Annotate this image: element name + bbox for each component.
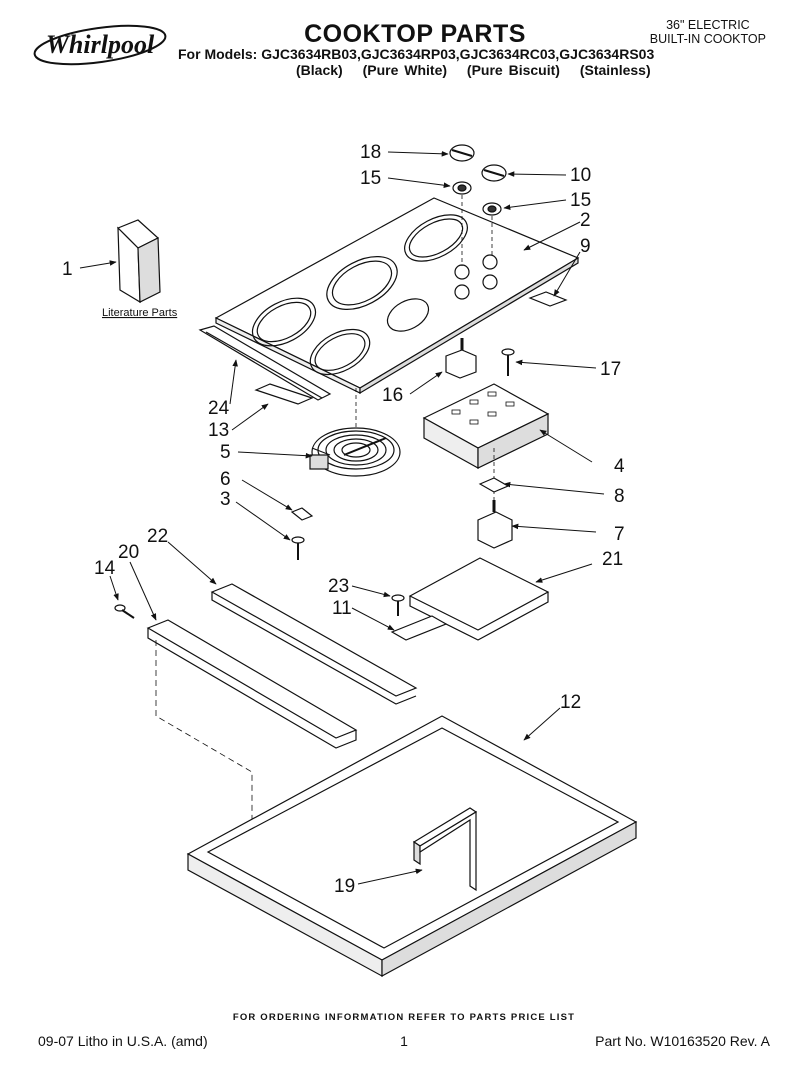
screw-17	[501, 348, 515, 376]
finish-black: (Black)	[296, 62, 343, 78]
callout-15-right: 15	[570, 190, 591, 211]
callout-23: 23	[328, 576, 349, 597]
litho-info: 09-07 Litho in U.S.A. (amd)	[38, 1033, 208, 1049]
callout-24: 24	[208, 398, 230, 419]
bracket-19	[412, 807, 478, 892]
radiant-element-5	[309, 427, 401, 477]
callout-20: 20	[118, 542, 139, 563]
screw-23	[391, 594, 405, 616]
whirlpool-logo: Whirlpool	[33, 24, 167, 66]
screw-14	[114, 604, 135, 619]
knob-10	[481, 164, 507, 182]
finish-stainless: (Stainless)	[579, 62, 651, 78]
product-type-line2: BUILT-IN COOKTOP	[649, 32, 766, 46]
model-list: For Models: GJC3634RB03,GJC3634RP03,GJC3…	[178, 46, 655, 62]
callout-11: 11	[332, 598, 352, 619]
callout-13: 13	[208, 420, 229, 441]
callout-15-left: 15	[360, 168, 381, 189]
ordering-note: FOR ORDERING INFORMATION REFER TO PARTS …	[232, 1012, 576, 1023]
callout-2: 2	[580, 210, 591, 231]
bracket-22	[210, 583, 418, 705]
callout-5: 5	[220, 442, 231, 463]
bezel-15-left	[452, 181, 472, 195]
switch-16	[445, 338, 477, 379]
bracket-21	[408, 557, 550, 641]
finish-pure-white: (Pure White)	[362, 62, 448, 78]
callout-labels: 1 Literature Parts 18 15 10 15 2 9 17 16…	[62, 142, 625, 897]
overlay-9	[528, 291, 568, 307]
leader-lines	[79, 150, 605, 885]
bezel-15-right	[482, 202, 502, 216]
callout-6: 6	[220, 469, 231, 490]
plate-8	[478, 477, 510, 493]
callout-12: 12	[560, 692, 581, 713]
bracket-13	[254, 383, 314, 405]
callout-17: 17	[600, 359, 621, 380]
svg-text:Whirlpool: Whirlpool	[46, 30, 155, 59]
knob-18	[449, 144, 475, 162]
part-number: Part No. W10163520 Rev. A	[595, 1033, 770, 1049]
product-type-line1: 36" ELECTRIC	[666, 18, 750, 32]
clip-6	[290, 507, 314, 521]
glass-cooktop	[214, 197, 580, 395]
callout-9: 9	[580, 236, 591, 257]
callout-21: 21	[602, 549, 623, 570]
switch-7	[477, 500, 513, 549]
callout-14: 14	[94, 558, 116, 579]
plate-11	[390, 615, 448, 641]
callout-10: 10	[570, 165, 591, 186]
callout-4: 4	[614, 456, 625, 477]
exploded-parts-diagram: 1 Literature Parts 18 15 10 15 2 9 17 16…	[62, 142, 638, 978]
callout-1: 1	[62, 259, 73, 280]
callout-16: 16	[382, 385, 403, 406]
callout-8: 8	[614, 486, 625, 507]
callout-7: 7	[614, 524, 625, 545]
trim-24	[198, 325, 332, 401]
page-number: 1	[400, 1033, 408, 1049]
callout-22: 22	[147, 526, 168, 547]
finish-pure-biscuit: (Pure Biscuit)	[466, 62, 560, 78]
callout-18: 18	[360, 142, 381, 163]
literature-parts-label: Literature Parts	[102, 307, 178, 319]
screw-3	[291, 536, 305, 560]
bracket-20	[146, 619, 358, 749]
page-title: COOKTOP PARTS	[304, 20, 526, 48]
switch-housing-4	[422, 383, 550, 470]
callout-3: 3	[220, 489, 231, 510]
finish-list: (Black) (Pure White) (Pure Biscuit) (Sta…	[296, 62, 665, 78]
literature-booklet	[116, 219, 161, 304]
callout-19: 19	[334, 876, 355, 897]
product-type: 36" ELECTRIC BUILT-IN COOKTOP	[650, 18, 766, 46]
chassis-12	[186, 715, 638, 978]
